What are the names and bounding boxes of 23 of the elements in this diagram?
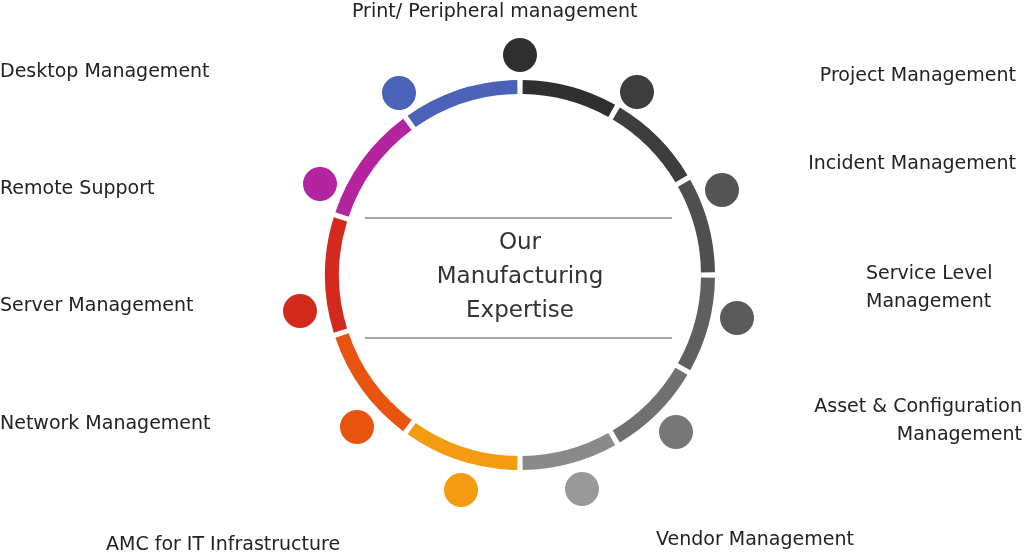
service-label: AMC for IT Infrastructure (106, 531, 342, 552)
service-label: Project Management (818, 62, 1016, 87)
service-label: Server Management (0, 292, 195, 317)
service-label: Vendor Management (656, 526, 855, 551)
circle-marker (303, 167, 337, 201)
service-label: Print/ Peripheral management (352, 0, 639, 23)
circle-marker (565, 472, 599, 506)
circle-marker (659, 415, 693, 449)
circle-marker (444, 473, 478, 507)
circle-marker (283, 294, 317, 328)
service-label: Network Management (0, 410, 212, 435)
service-label: Desktop Management (0, 58, 211, 83)
circle-marker (382, 76, 416, 110)
service-label: Asset & Configuration Management (813, 393, 1022, 446)
center-title: Our Manufacturing Expertise (435, 227, 605, 324)
circle-marker (720, 301, 754, 335)
service-label: Incident Management (807, 150, 1016, 175)
service-label: Service Level Management (866, 260, 994, 313)
circle-marker (620, 75, 654, 109)
circle-marker (340, 410, 374, 444)
circle-marker (705, 173, 739, 207)
service-label: Remote Support (0, 175, 156, 200)
circle-marker (503, 38, 537, 72)
